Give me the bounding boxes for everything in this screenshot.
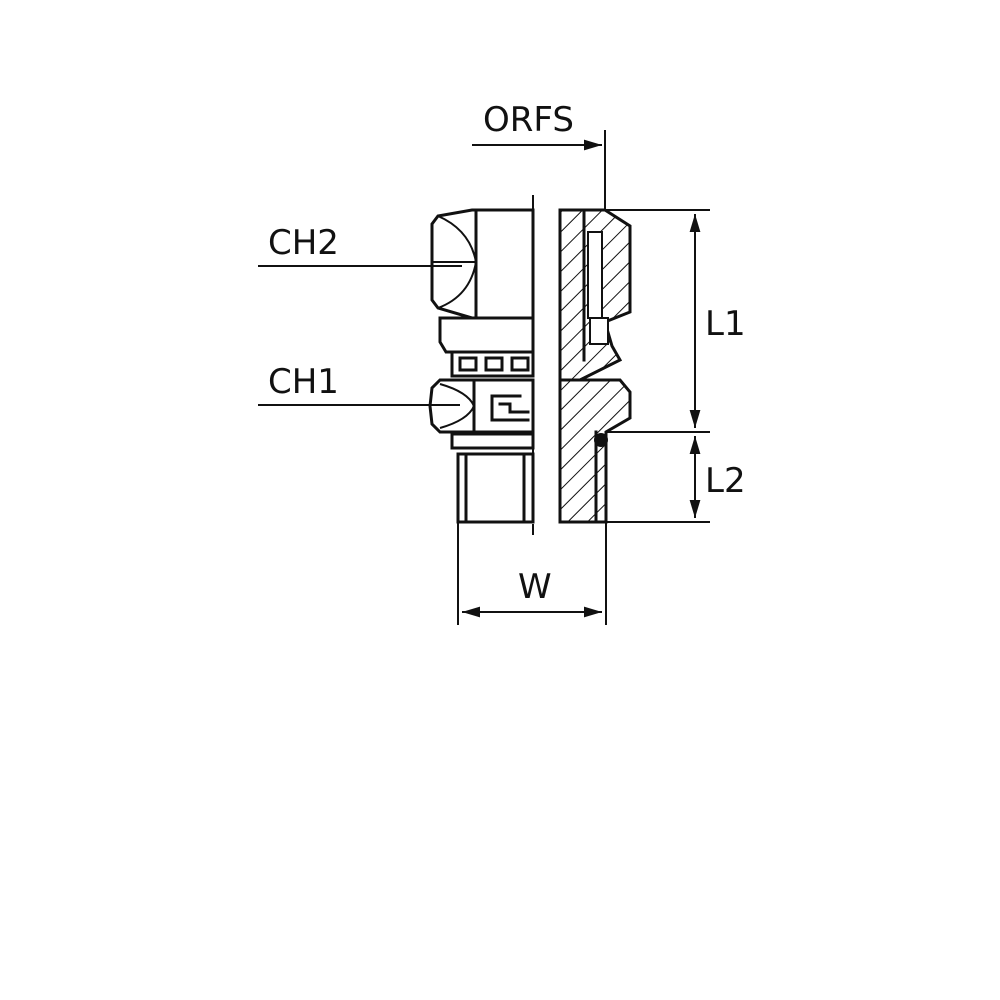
l2-label: L2 [705,461,746,501]
dimension-lines [258,130,710,625]
ch1-label: CH1 [268,362,339,402]
exterior-view [428,208,535,524]
ch2-label: CH2 [268,223,339,263]
l1-label: L1 [705,304,746,344]
section-view [558,208,632,524]
w-label: W [518,567,552,607]
hex-nut-upper [430,208,535,320]
o-ring [594,433,608,447]
orfs-label: ORFS [483,100,574,140]
